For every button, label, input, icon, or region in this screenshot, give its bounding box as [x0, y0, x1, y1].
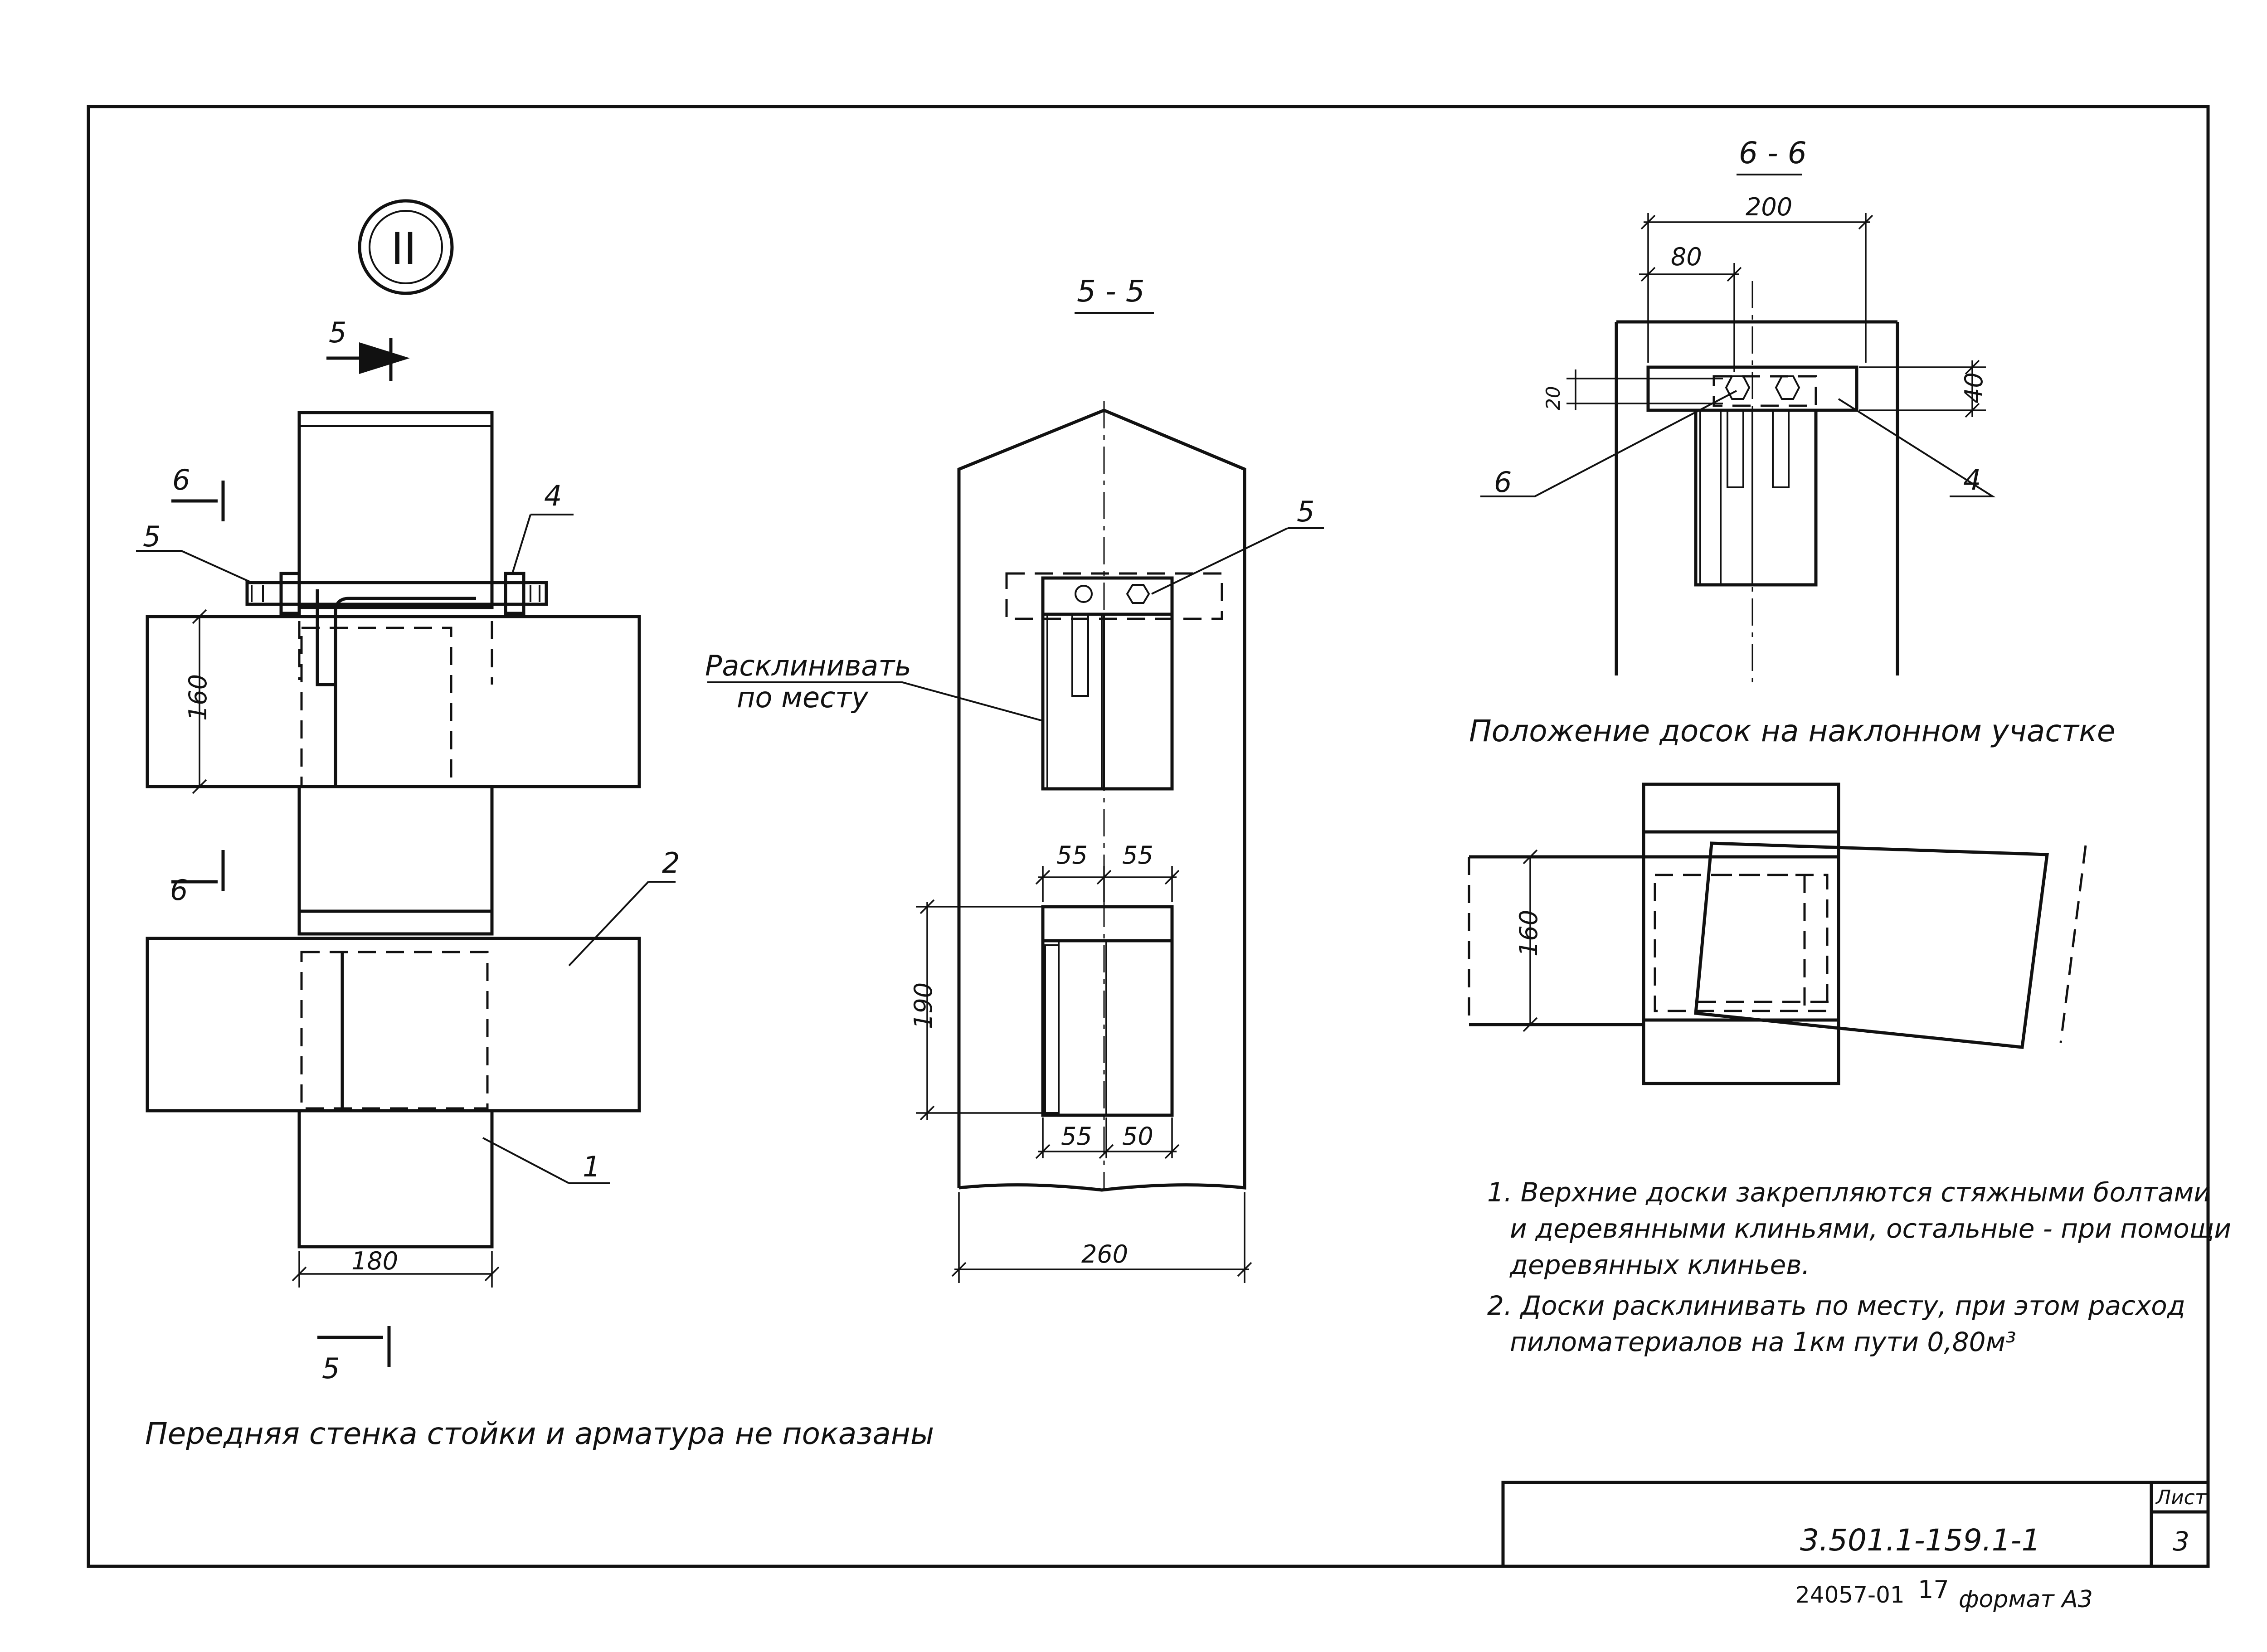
- incline-board-tilted: [1694, 841, 2049, 1049]
- dim-180: 180: [351, 1247, 398, 1275]
- dim-50-bottom: 50: [1122, 1122, 1153, 1151]
- dim-160-right: 160: [1514, 910, 1543, 957]
- note-line-3: деревянных клиньев.: [1509, 1249, 1810, 1280]
- page-number: 17: [1918, 1575, 1949, 1604]
- dim-55-top-left: 55: [1056, 841, 1088, 870]
- upper-board-right: [1103, 613, 1173, 790]
- front-view: II 5 6 6 5: [136, 199, 934, 1451]
- sheet-label: Лист: [2155, 1486, 2207, 1509]
- sheet-frame: [87, 105, 2210, 1568]
- post-outline-6-6: [1615, 320, 1899, 675]
- hidden-post-upper: [300, 627, 452, 788]
- inventory-number: 24057-01: [1795, 1582, 1905, 1608]
- section-5-5-title: 5 - 5: [1077, 274, 1145, 309]
- dim-20: 20: [1542, 386, 1564, 410]
- dim-260: 260: [1081, 1240, 1128, 1268]
- format-label: формат А3: [1959, 1586, 2093, 1613]
- dim-200: 200: [1746, 193, 1792, 221]
- dim-160-left: 160: [184, 674, 212, 721]
- cut-6-top-label: 6: [172, 463, 190, 496]
- section-5-5: 5 - 5 Расклинивать по месту 5 55 55: [705, 274, 1324, 1283]
- callout-5-left: 5: [143, 520, 161, 553]
- wedge-label-line1: Расклинивать: [705, 649, 911, 682]
- anchor-bracket: [316, 589, 476, 686]
- sheet-number: 3: [2173, 1526, 2189, 1557]
- incline-post-bottom: [1642, 1018, 1840, 1085]
- hex-nut-right: [1775, 375, 1800, 400]
- bolt-round: [1075, 585, 1093, 603]
- view-mark-inner-circle: [369, 210, 443, 284]
- board-upper: [146, 615, 641, 788]
- note-line-2: и деревянными клиньями, остальные - при …: [1510, 1213, 2231, 1244]
- incline-title: Положение досок на наклонном участке: [1469, 714, 2116, 748]
- bolt-plate-hidden: [1005, 572, 1223, 620]
- incline-hidden-post: [1654, 874, 1829, 1012]
- view-mark-outer-circle: [358, 199, 454, 295]
- post-block-top: [297, 411, 494, 609]
- view-mark: II: [391, 224, 417, 274]
- dim-40: 40: [1960, 372, 1988, 403]
- post-outline-5-5: [957, 408, 1246, 1192]
- callout-5-mid: 5: [1297, 495, 1314, 528]
- board-pack-6-6: [1694, 408, 1818, 587]
- section-6-6-title: 6 - 6: [1739, 136, 1807, 170]
- callout-1: 1: [583, 1150, 600, 1183]
- note-line-5: пиломатериалов на 1км пути 0,80м³: [1510, 1326, 2016, 1357]
- dim-55-top-right: 55: [1122, 841, 1153, 870]
- caption-front-view: Передняя стенка стойки и арматура не пок…: [145, 1416, 934, 1451]
- document-number: 3.501.1-159.1-1: [1800, 1523, 2040, 1558]
- incline-board-left: [1469, 855, 1644, 1026]
- hidden-post-lower: [300, 951, 489, 1110]
- hex-nut-left: [1725, 375, 1751, 400]
- cut-5-bottom-label: 5: [322, 1352, 340, 1385]
- board-lower: [146, 937, 641, 1113]
- post-block-bottom: [297, 1109, 494, 1249]
- callout-2: 2: [662, 846, 680, 879]
- bolt-hex-nut: [1126, 584, 1150, 604]
- cut-5-top-label: 5: [329, 316, 346, 349]
- dim-80: 80: [1671, 243, 1702, 271]
- post-cap: [297, 909, 494, 936]
- post-block-middle: [297, 785, 494, 913]
- callout-4-left: 4: [544, 479, 562, 512]
- lower-cap: [1041, 905, 1174, 943]
- incline-post-top: [1642, 782, 1840, 834]
- upper-clamp-plate: [1041, 576, 1174, 616]
- bolt-nut-left: [279, 572, 301, 615]
- note-line-4: 2. Доски расклинивать по месту, при этом…: [1487, 1290, 2185, 1321]
- upper-board-left: [1046, 613, 1103, 790]
- tie-bolt: [245, 581, 548, 606]
- cut-6-bottom-label: 6: [170, 874, 188, 907]
- note-line-1: 1. Верхние доски закрепляются стяжными б…: [1487, 1177, 2211, 1208]
- dim-190: 190: [909, 982, 938, 1029]
- lower-board-left: [1058, 940, 1107, 1116]
- lower-board-right: [1105, 940, 1173, 1116]
- wedge-label-line2: по месту: [737, 681, 869, 714]
- section-6-6: 6 - 6 200 80 20 40 6 4 Поло: [1468, 136, 2116, 1085]
- title-block: Лист 3 3.501.1-159.1-1: [1501, 1481, 2210, 1568]
- callout-6: 6: [1494, 466, 1512, 499]
- bolt-nut-right: [504, 572, 525, 615]
- notes: 1. Верхние доски закрепляются стяжными б…: [1487, 1177, 2231, 1357]
- dim-55-bottom: 55: [1061, 1122, 1092, 1151]
